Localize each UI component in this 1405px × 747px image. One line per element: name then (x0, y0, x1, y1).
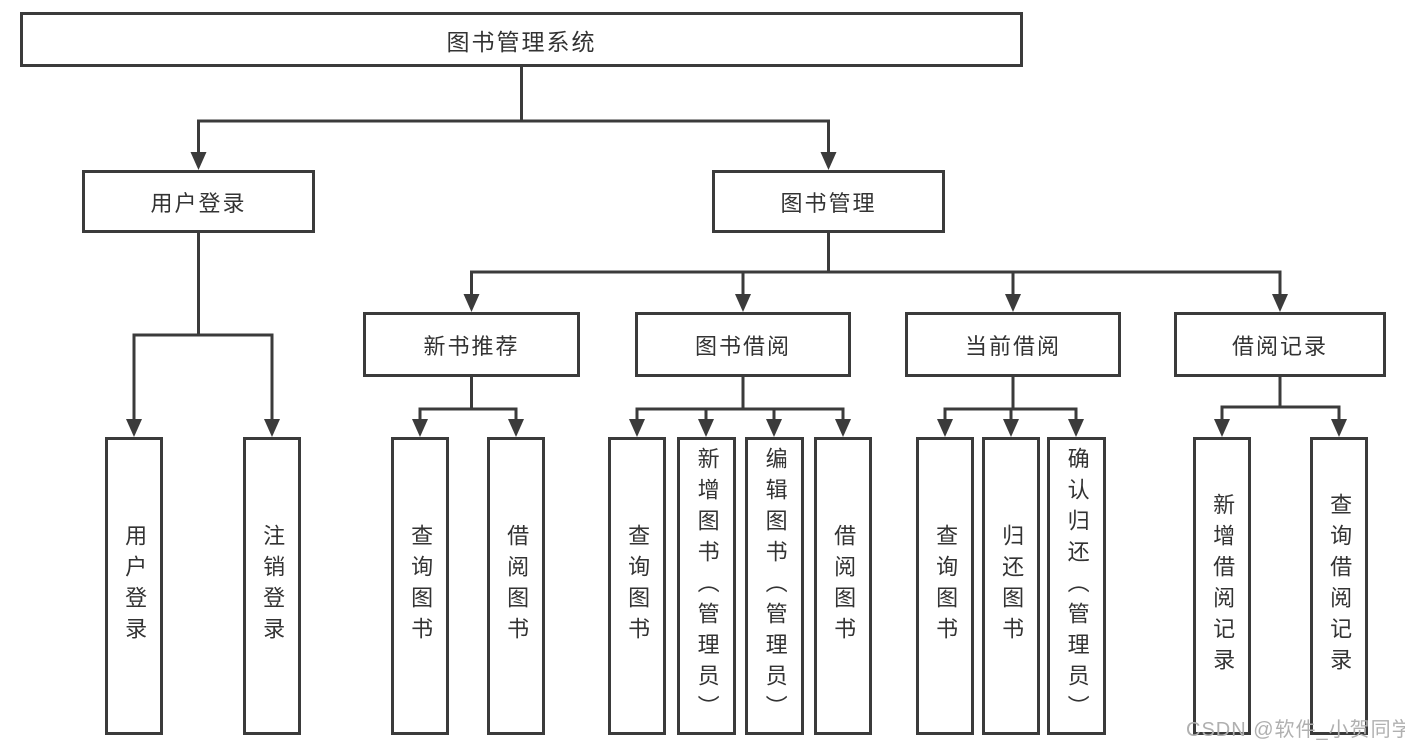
leaf-borrow-books-recommend: 借阅图书 (487, 437, 545, 735)
leaf-query-books-borrowing: 查询图书 (608, 437, 666, 735)
leaf-query-books-recommend: 查询图书 (391, 437, 449, 735)
connector-borrow-records (1220, 377, 1341, 422)
node-new-book-recommendation: 新书推荐 (363, 312, 580, 377)
node-label: 当前借阅 (964, 333, 1061, 359)
leaf-confirm-return-admin: 确认归还（管理员） (1047, 437, 1106, 735)
leaf-edit-books-admin: 编辑图书（管理员） (745, 437, 804, 735)
leaf-return-books: 归还图书 (982, 437, 1040, 735)
node-label: 新增借阅记录 (1210, 493, 1236, 679)
node-label: 查询图书 (933, 524, 959, 648)
node-label: 图书借阅 (694, 333, 791, 359)
watermark: CSDN @软件_小贺同学 (1186, 719, 1405, 741)
node-label: 新增图书（管理员） (694, 446, 720, 726)
node-label: 确认归还（管理员） (1064, 446, 1090, 726)
node-label: 查询图书 (625, 524, 651, 648)
node-label: 新书推荐 (423, 333, 520, 359)
node-user-login: 用户登录 (82, 170, 315, 233)
node-current-borrowing: 当前借阅 (905, 312, 1121, 377)
leaf-add-borrow-record: 新增借阅记录 (1193, 437, 1251, 735)
node-label: 查询借阅记录 (1327, 493, 1353, 679)
connector-new-book (418, 377, 518, 422)
node-book-management: 图书管理 (712, 170, 945, 233)
node-library-management-system: 图书管理系统 (20, 12, 1023, 67)
connector-root (197, 67, 830, 155)
leaf-borrow-books-borrowing: 借阅图书 (814, 437, 872, 735)
node-borrowing-records: 借阅记录 (1174, 312, 1386, 377)
node-label: 借阅记录 (1231, 333, 1328, 359)
connector-current-borrowing (943, 377, 1078, 422)
node-label: 注销登录 (260, 524, 286, 648)
connector-book-management (470, 233, 1282, 297)
leaf-add-books-admin: 新增图书（管理员） (677, 437, 736, 735)
node-label: 编辑图书（管理员） (762, 446, 788, 726)
connector-book-borrowing (635, 377, 845, 422)
node-label: 用户登录 (150, 190, 247, 216)
connector-user-login (132, 233, 274, 422)
node-label: 用户登录 (122, 524, 148, 648)
node-label: 图书管理系统 (446, 28, 597, 55)
leaf-query-books-current: 查询图书 (916, 437, 974, 735)
leaf-query-borrow-record: 查询借阅记录 (1310, 437, 1368, 735)
node-label: 借阅图书 (504, 524, 530, 648)
node-label: 借阅图书 (831, 524, 857, 648)
node-label: 查询图书 (408, 524, 434, 648)
node-label: 归还图书 (999, 524, 1025, 648)
node-label: 图书管理 (780, 190, 877, 216)
leaf-logout: 注销登录 (243, 437, 301, 735)
leaf-user-login: 用户登录 (105, 437, 163, 735)
node-book-borrowing: 图书借阅 (635, 312, 851, 377)
